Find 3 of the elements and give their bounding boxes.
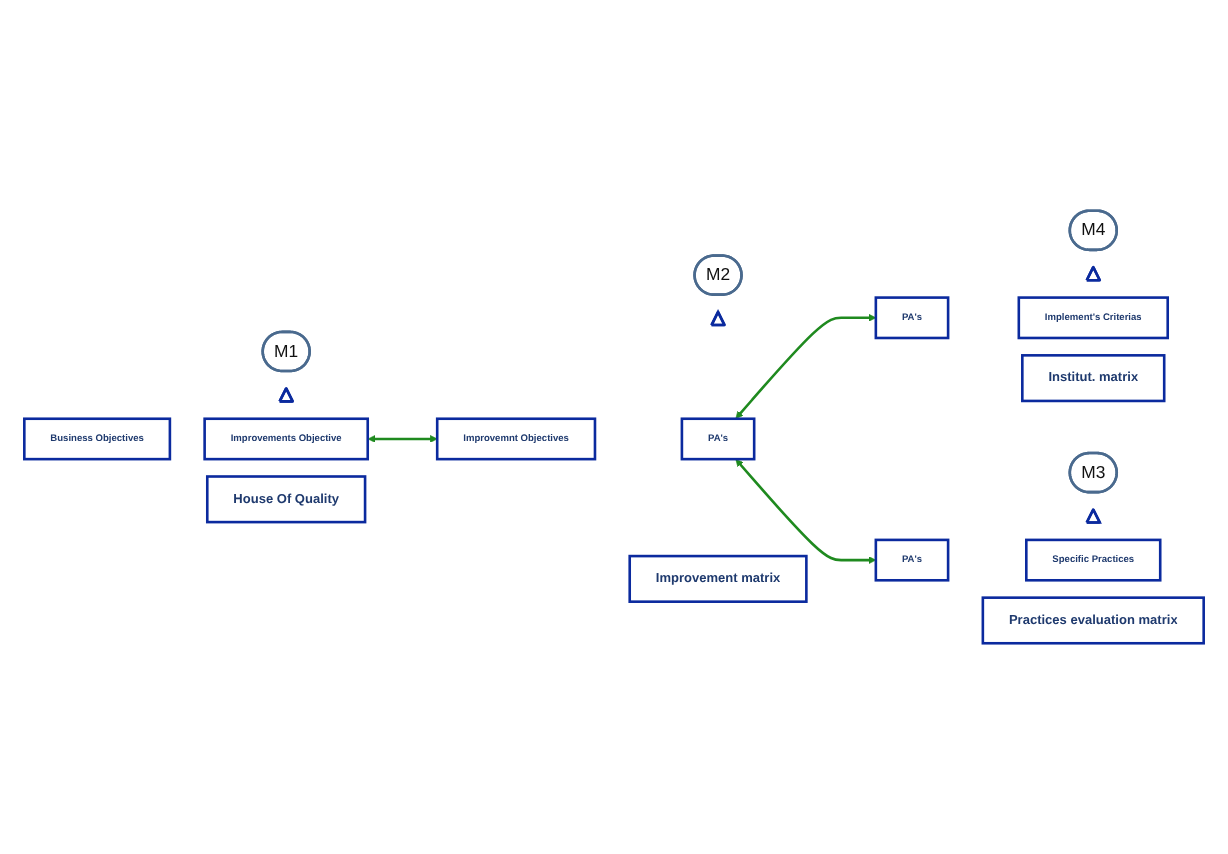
arrow xyxy=(735,459,877,564)
arrow xyxy=(735,313,877,419)
arrow xyxy=(367,435,438,443)
